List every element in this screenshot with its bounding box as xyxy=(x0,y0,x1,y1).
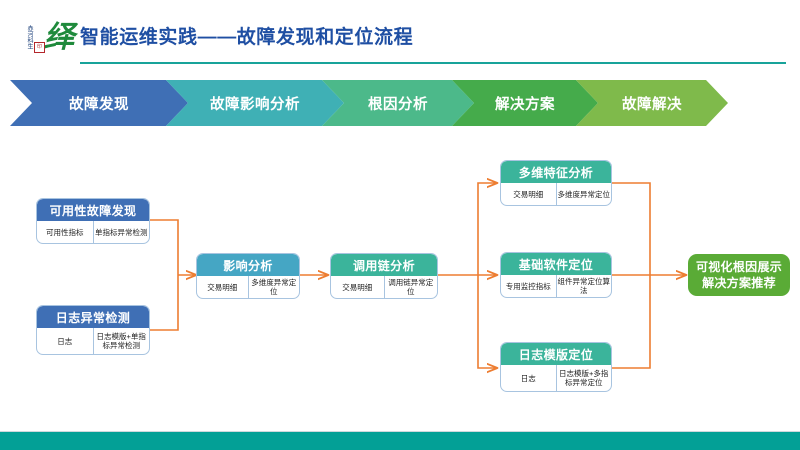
process-step-5[interactable]: 故障解决 xyxy=(576,80,728,126)
node-cell-row: 交易明细多维度异常定位 xyxy=(197,276,299,298)
node-title: 影响分析 xyxy=(197,254,299,276)
node-cell-row: 交易明细 多维度异常定位 xyxy=(501,183,611,205)
footer-divider xyxy=(0,431,800,432)
node-title: 多维特征分析 xyxy=(501,161,611,183)
process-step-1[interactable]: 故障发现 xyxy=(10,80,188,126)
process-step-4[interactable]: 解决方案 xyxy=(452,80,598,126)
terminal-label-line1: 可视化根因展示 xyxy=(695,260,783,274)
node-cell: 交易明细 xyxy=(342,282,373,292)
node-cell-row: 专用监控指标组件异常定位算法 xyxy=(501,275,611,297)
flow-diagram: 可用性故障发现可用性指标单指标异常检测日志异常检测日志日志模版+单指标异常检测影… xyxy=(0,130,800,430)
terminal-label: 可视化根因展示解决方案推荐 xyxy=(696,259,782,291)
node-cell-row: 日志 日志模版+单指标异常检测 xyxy=(37,328,149,354)
process-chevron-bar: 故障发现 故障影响分析 根因分析 解决方案 故障解决 xyxy=(10,80,790,126)
node-cell: 组件异常定位算法 xyxy=(555,275,610,297)
node-cell: 交易明细 xyxy=(207,282,238,292)
node-availability-fault-discovery[interactable]: 可用性故障发现可用性指标单指标异常检测 xyxy=(36,198,150,244)
process-step-2[interactable]: 故障影响分析 xyxy=(166,80,344,126)
node-multi-dim-feature-analysis[interactable]: 多维特征分析交易明细 多维度异常定位 xyxy=(500,160,612,206)
node-log-anomaly-detection[interactable]: 日志异常检测日志 日志模版+单指标异常检测 xyxy=(36,305,150,355)
process-step-label: 故障影响分析 xyxy=(210,96,300,113)
connector-lines xyxy=(150,130,800,430)
node-cell: 单指标异常检测 xyxy=(92,221,150,243)
footer-accent-bar xyxy=(0,432,800,450)
page-title: 智能运维实践——故障发现和定位流程 xyxy=(80,27,414,48)
logo-seal-text: 赤河科生 xyxy=(26,25,33,49)
node-cell: 多维度异常定位 xyxy=(247,276,300,298)
node-title: 可用性故障发现 xyxy=(37,199,149,221)
logo-stamp-icon: 印 xyxy=(34,42,45,53)
node-impact-analysis[interactable]: 影响分析交易明细多维度异常定位 xyxy=(196,253,300,299)
node-cell: 交易明细 xyxy=(513,189,544,199)
node-title: 日志模版定位 xyxy=(501,343,611,365)
node-cell: 多维度异常定位 xyxy=(555,183,612,205)
node-cell: 日志 xyxy=(520,373,536,383)
node-title: 基础软件定位 xyxy=(501,253,611,275)
node-cell: 日志模版+单指标异常检测 xyxy=(92,328,150,354)
node-infra-software-locating[interactable]: 基础软件定位专用监控指标组件异常定位算法 xyxy=(500,252,612,298)
node-log-template-locating[interactable]: 日志模版定位日志 日志模版+多指标异常定位 xyxy=(500,342,612,392)
terminal-label-line2: 解决方案推荐 xyxy=(702,276,776,290)
node-cell: 专用监控指标 xyxy=(505,281,551,291)
node-title: 日志异常检测 xyxy=(37,306,149,328)
slide-header: 赤河科生 印 绎 智能运维实践——故障发现和定位流程 xyxy=(0,0,800,68)
process-step-label: 解决方案 xyxy=(495,96,555,113)
node-cell: 日志 xyxy=(57,336,73,346)
process-step-label: 故障解决 xyxy=(622,96,682,113)
process-step-label: 故障发现 xyxy=(69,96,129,113)
node-cell: 可用性指标 xyxy=(46,227,84,237)
node-title: 调用链分析 xyxy=(331,254,437,276)
brand-logo: 赤河科生 印 绎 xyxy=(14,16,76,58)
node-cell-row: 可用性指标单指标异常检测 xyxy=(37,221,149,243)
node-cell-row: 交易明细调用链异常定位 xyxy=(331,276,437,298)
title-underline-divider xyxy=(80,62,786,64)
logo-brush-glyph: 绎 xyxy=(44,20,74,55)
node-cell: 调用链异常定位 xyxy=(383,276,438,298)
process-step-3[interactable]: 根因分析 xyxy=(322,80,474,126)
node-visual-root-cause[interactable]: 可视化根因展示解决方案推荐 xyxy=(688,254,790,296)
node-cell-row: 日志 日志模版+多指标异常定位 xyxy=(501,365,611,391)
process-step-label: 根因分析 xyxy=(368,96,428,113)
node-trace-chain-analysis[interactable]: 调用链分析交易明细调用链异常定位 xyxy=(330,253,438,299)
node-cell: 日志模版+多指标异常定位 xyxy=(555,365,612,391)
